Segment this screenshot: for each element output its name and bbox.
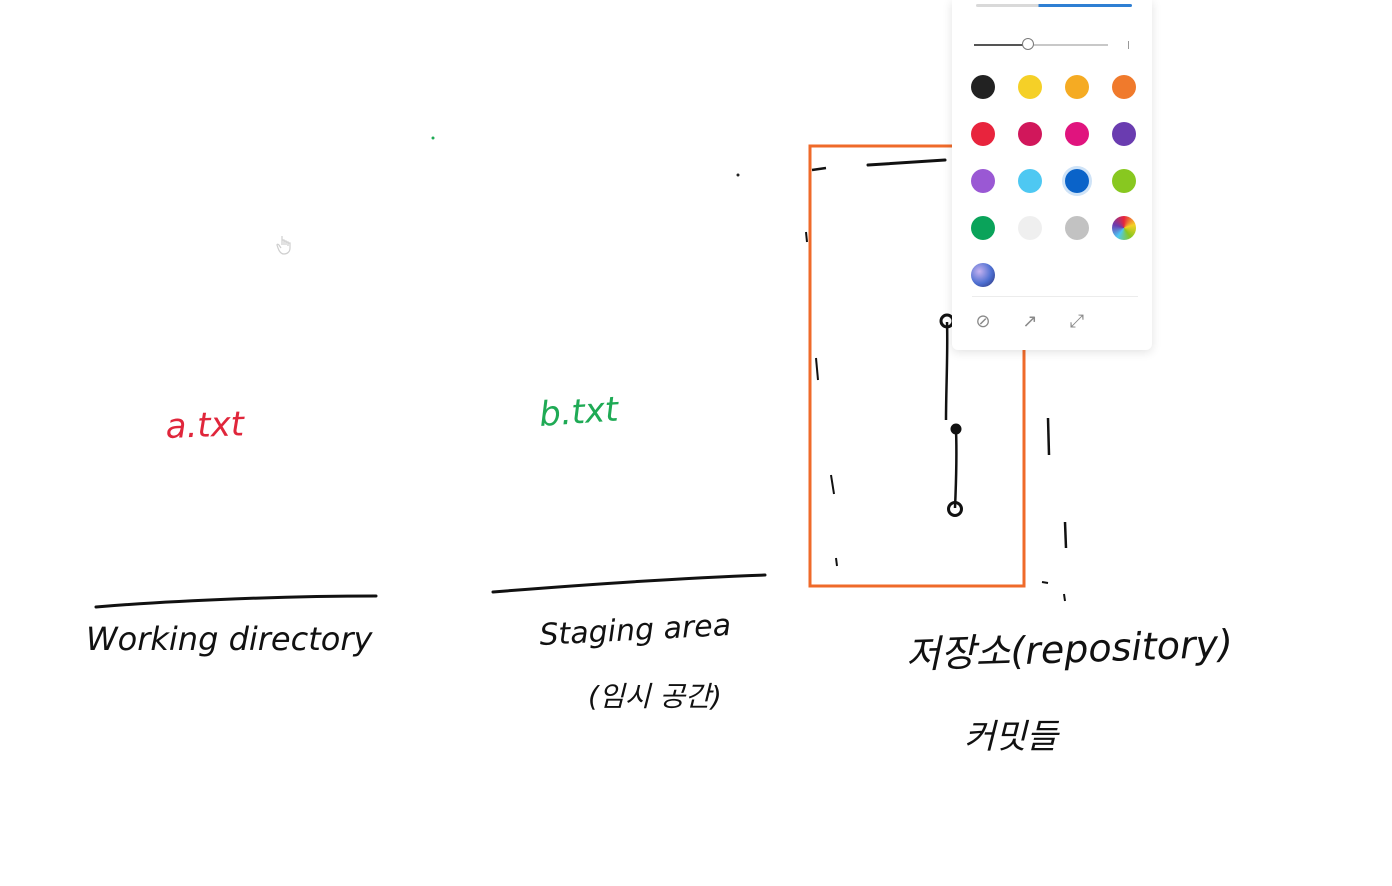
color-swatch-yellow[interactable] [1018,75,1042,99]
color-swatch-white[interactable] [1018,216,1042,240]
stroke-size-slider-fill [974,44,1028,46]
repository-sublabel: 커밋들 [964,717,1061,757]
ink-stroke [835,557,838,567]
ink-stroke [1063,593,1066,602]
ink-stroke [1046,417,1051,456]
color-swatch-orange[interactable] [1112,75,1136,99]
color-swatch-crimson[interactable] [1018,122,1042,146]
stroke-size-slider-track[interactable] [974,44,1108,46]
ink-dot [736,173,740,177]
color-swatch-light-blue[interactable] [1018,169,1042,193]
staging-area-label: Staging area [539,608,732,653]
color-swatch-violet[interactable] [971,169,995,193]
commit-link [944,321,949,421]
working-directory-label: Working directory [86,620,373,658]
palette-divider [972,296,1138,297]
ink-stroke [1041,581,1049,584]
repository-box [808,144,1026,588]
hand-cursor-icon [276,236,291,255]
working-directory-line [94,594,378,609]
staging-area-sublabel: (임시 공간) [588,680,722,713]
ink-dot [431,136,435,140]
color-swatch-green[interactable] [971,216,995,240]
color-swatch-rainbow[interactable] [1112,216,1136,240]
color-swatch-lime[interactable] [1112,169,1136,193]
ink-stroke [1063,521,1068,549]
ink-stroke [805,231,808,243]
commit-node [950,423,962,435]
pen-color-palette: ⊘ ↗ ⤢ [952,0,1152,350]
no-fill-icon[interactable]: ⊘ [975,311,991,332]
color-swatch-amber[interactable] [1065,75,1089,99]
ink-stroke [830,474,835,495]
ink-stroke [866,158,947,167]
stroke-size-slider-thumb[interactable] [1021,38,1034,50]
ink-stroke [815,357,819,381]
color-swatch-red[interactable] [971,122,995,146]
commit-node [947,501,963,517]
file-b-label: b.txt [538,389,621,435]
ink-stroke [811,166,827,172]
stroke-size-slider-max-mark [1128,41,1129,49]
file-a-label: a.txt [165,404,246,447]
repository-label: 저장소(repository) [905,622,1234,677]
staging-area-line [491,573,767,594]
arrow-end-icon[interactable]: ↗ [1022,311,1038,332]
color-swatch-galaxy[interactable] [971,263,995,287]
commit-link [953,429,958,509]
arrow-both-icon[interactable]: ⤢ [1069,311,1085,332]
color-swatch-purple[interactable] [1112,122,1136,146]
pen-tab-indicator[interactable] [976,4,1132,7]
color-swatch-blue[interactable] [1065,169,1089,193]
color-swatch-gray[interactable] [1065,216,1089,240]
color-swatch-black[interactable] [971,75,995,99]
color-swatch-magenta[interactable] [1065,122,1089,146]
